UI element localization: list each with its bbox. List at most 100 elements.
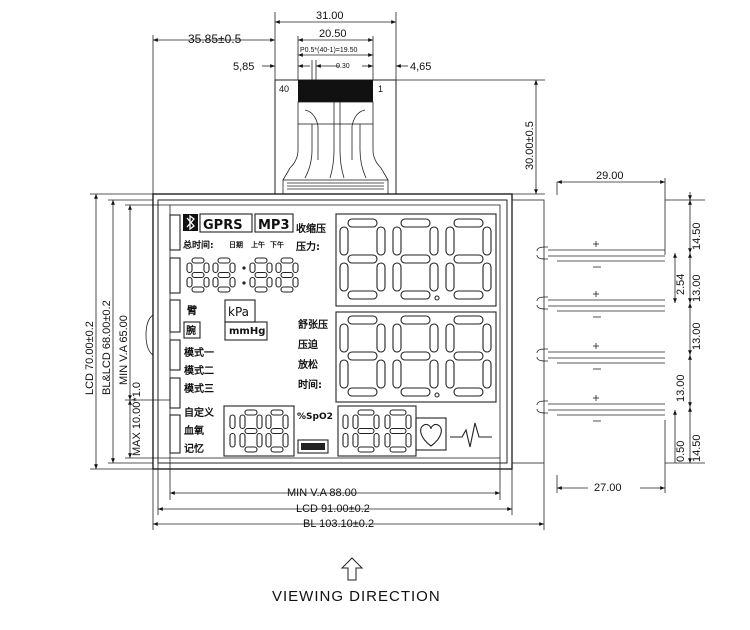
pin-1-label: 1 (378, 84, 383, 94)
digit-segment (376, 323, 386, 353)
digit-segment (429, 359, 439, 389)
date-label: 日期 (229, 240, 243, 249)
heart-icon (420, 423, 442, 447)
decimal-point (434, 295, 440, 301)
digit-segment (342, 432, 349, 448)
dim-lcd-width: LCD 91.00±0.2 (296, 503, 370, 515)
digit-segment (270, 409, 284, 416)
led-body (536, 348, 548, 354)
digit-segment (282, 432, 289, 448)
led-body (536, 400, 548, 406)
digit-segment (191, 271, 205, 279)
dim-fpc-length: 30.00±0.5 (524, 121, 536, 170)
mode-3-label: 模式三 (184, 382, 214, 395)
digit-segment (400, 290, 431, 300)
digit-segment (249, 276, 256, 288)
am-label: 上午 (251, 240, 265, 249)
digit-segment (352, 432, 359, 448)
mode-1-label: 模式一 (184, 346, 214, 359)
lcd-module (145, 193, 545, 470)
led-body (536, 304, 548, 310)
digit-segment (376, 359, 386, 389)
digit-segment (347, 351, 378, 361)
led-body (536, 296, 548, 302)
digit-segment (186, 276, 193, 288)
dim-pin-width: 0.30 (336, 63, 350, 70)
compress-label: 压迫 (298, 338, 319, 351)
digit-segment (392, 359, 402, 389)
battery-icon (297, 439, 329, 454)
mode-2-label: 模式二 (184, 364, 214, 377)
dim-led-spacing-top: 14.50 (691, 222, 703, 250)
diastolic-digits (339, 315, 492, 397)
digit-segment (270, 427, 284, 435)
arm-label: 臂 (187, 304, 197, 317)
digit-segment (265, 432, 272, 448)
digit-segment (482, 226, 492, 256)
digit-segment (292, 276, 299, 288)
dim-pitch-note: P0.5*(40-1)=19.50 (300, 47, 358, 54)
dim-lcd-height: LCD 70.00±0.2 (84, 321, 96, 395)
relax-label: 放松 (297, 358, 318, 371)
digit-segment (357, 409, 375, 416)
digit-segment (249, 262, 256, 274)
kpa-unit: kPa (228, 305, 249, 319)
mp3-label: MP3 (258, 218, 290, 233)
dim-led-lead-width-bottom: 27.00 (594, 482, 622, 494)
memory-label: 记忆 (184, 442, 204, 455)
systolic-digits (339, 218, 492, 398)
systolic-label: 收缩压 (296, 222, 326, 235)
digit-segment (453, 254, 484, 264)
digit-segment (347, 218, 378, 228)
digit-segment (270, 446, 284, 453)
digit-segment (389, 427, 407, 435)
digit-segment (256, 414, 263, 430)
dim-led-pitch: 2.54 (675, 274, 687, 295)
led-body (536, 356, 548, 362)
digit-segment (373, 432, 380, 448)
dim-max-offset: MAX 10.00*1.0 (131, 382, 143, 456)
digit-segment (445, 323, 455, 353)
dim-min-va-width: MIN V.A 88.00 (287, 487, 357, 499)
dim-fpc-total-width: 31.00 (316, 10, 344, 22)
digit-segment (392, 262, 402, 292)
digit-segment (400, 351, 431, 361)
digit-segment (453, 315, 484, 325)
digit-segment (280, 286, 294, 293)
digit-segment (191, 257, 205, 264)
digit-segment (347, 387, 378, 397)
time-label: 时间: (298, 378, 322, 391)
digit-segment (347, 290, 378, 300)
top-dimensions: 31.00 35.85±0.5 20.50 P0.5*(40-1)=19.50 … (152, 10, 431, 195)
digit-segment (244, 409, 258, 416)
digit-segment (357, 446, 375, 453)
gprs-label: GPRS (203, 218, 243, 233)
digit-segment (389, 409, 407, 416)
fpc-cable: 40 1 (274, 79, 397, 195)
pulse-wave-icon (450, 422, 492, 448)
digit-segment (186, 262, 193, 274)
digit-segment (453, 290, 484, 300)
digit-segment (376, 262, 386, 292)
backlight-leds: 29.00 27.00 (536, 170, 666, 494)
digit-segment (339, 262, 349, 292)
total-time-label: 总时间: (183, 239, 214, 251)
digit-segment (244, 427, 258, 435)
digit-segment (275, 276, 282, 288)
digit-segment (292, 262, 299, 274)
digit-segment (384, 432, 391, 448)
digit-segment (400, 218, 431, 228)
viewing-direction: VIEWING DIRECTION (272, 557, 440, 605)
digit-segment (429, 262, 439, 292)
digit-segment (342, 414, 349, 430)
digit-segment (217, 271, 231, 279)
up-arrow-icon (340, 557, 364, 581)
custom-label: 自定义 (184, 406, 215, 419)
digit-segment (347, 254, 378, 264)
dim-led-spacing-bottom: 14.50 (691, 434, 703, 462)
digit-segment (445, 262, 455, 292)
digit-segment (191, 286, 205, 293)
digit-segment (254, 271, 268, 279)
right-dimensions: 14.50 2.54 13.00 13.00 13.00 0.50 14.50 (665, 192, 705, 464)
